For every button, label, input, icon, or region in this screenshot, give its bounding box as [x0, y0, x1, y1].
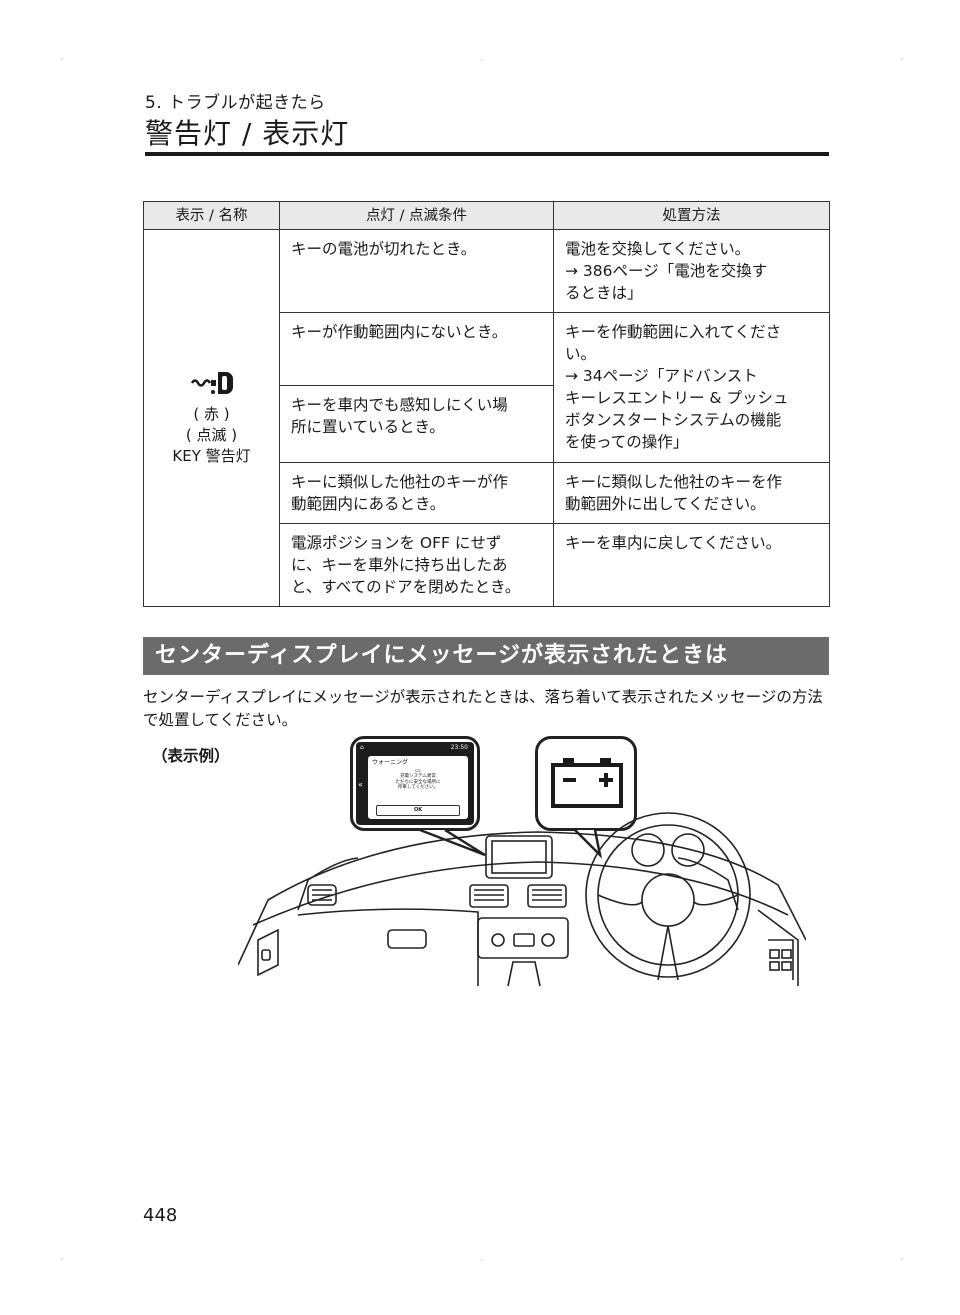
page-number: 448 [143, 1205, 178, 1226]
battery-icon: ▭ [415, 767, 421, 774]
warning-dialog: ウォーニング ▭ 充電システム異常 ただちに安全な場所に 停車してください。 O… [368, 756, 468, 819]
display-time: 23:50 [450, 744, 468, 751]
condition-text: キーが作動範囲内にないとき。 [291, 323, 508, 341]
smart-key-warning-icon [190, 371, 233, 394]
action-text: キーを作動範囲に入れてくださ い。 → 34ページ「アドバンスト キーレスエント… [565, 323, 789, 451]
figure-caption: （表示例） [152, 747, 230, 765]
action-text: キーを車内に戻してください。 [565, 534, 782, 552]
dialog-message: 充電システム異常 ただちに安全な場所に 停車してください。 [395, 774, 441, 790]
condition-cell: キーを車内でも感知しにくい場 所に置いているとき。 [279, 385, 554, 463]
crop-mark: · [60, 1255, 64, 1266]
action-text: 電池を交換してください。 → 386ページ「電池を交換す るときは」 [565, 240, 768, 302]
table-row: キーが作動範囲内にないとき。 キーを作動範囲に入れてくださ い。 → 34ページ… [144, 312, 830, 463]
indicator-color: ( 赤 ) [193, 404, 230, 423]
table-row: キーに類似した他社のキーが作 動範囲内にあるとき。 キーに類似した他社のキーを作… [144, 462, 830, 524]
table-row: 電源ポジションを OFF にせず に、キーを車外に持ち出したあ と、すべてのドア… [144, 523, 830, 607]
crop-mark: · [480, 1255, 484, 1266]
page-title: 警告灯 / 表示灯 [145, 117, 350, 150]
crop-mark: · [480, 55, 484, 66]
table-header-row: 表示 / 名称 点灯 / 点滅条件 処置方法 [143, 201, 830, 230]
condition-text: キーの電池が切れたとき。 [291, 240, 477, 258]
display-screen: ⌂ 23:50 « ウォーニング ▭ 充電システム異常 ただちに安全な場所に 停… [356, 742, 474, 825]
battery-warning-callout [535, 736, 637, 831]
condition-cell: 電源ポジションを OFF にせず に、キーを車外に持ち出したあ と、すべてのドア… [279, 523, 554, 607]
action-cell: キーを作動範囲に入れてくださ い。 → 34ページ「アドバンスト キーレスエント… [553, 312, 830, 463]
intro-paragraph: センターディスプレイにメッセージが表示されたときは、落ち着いて表示されたメッセー… [143, 688, 823, 729]
action-cell: キーを車内に戻してください。 [553, 523, 830, 607]
indicator-name: KEY 警告灯 [172, 446, 251, 465]
crop-mark: · [900, 55, 904, 66]
column-header: 点灯 / 点滅条件 [279, 201, 554, 230]
crop-mark: · [900, 1255, 904, 1266]
indicator-state: ( 点滅 ) [185, 425, 238, 444]
section-banner: センターディスプレイにメッセージが表示されたときは [143, 637, 829, 675]
condition-text: キーを車内でも感知しにくい場 所に置いているとき。 [291, 396, 508, 436]
back-icon: « [358, 780, 363, 789]
table-row: ( 赤 ) ( 点滅 ) KEY 警告灯 キーの電池が切れたとき。 電池を交換し… [143, 229, 830, 607]
title-rule [145, 152, 829, 156]
home-icon: ⌂ [360, 744, 364, 751]
dashboard-illustration [238, 812, 806, 986]
center-display-callout: ⌂ 23:50 « ウォーニング ▭ 充電システム異常 ただちに安全な場所に 停… [350, 736, 480, 831]
crop-mark: · [60, 55, 64, 66]
indicator-cell: ( 赤 ) ( 点滅 ) KEY 警告灯 [143, 229, 280, 607]
ok-button: OK [376, 805, 460, 816]
condition-text: 電源ポジションを OFF にせず に、キーを車外に持ち出したあ と、すべてのドア… [291, 534, 521, 596]
dialog-title: ウォーニング [372, 759, 409, 766]
action-cell: キーに類似した他社のキーを作 動範囲外に出してください。 [553, 462, 830, 524]
condition-cell: キーに類似した他社のキーが作 動範囲内にあるとき。 [279, 462, 554, 524]
column-header: 処置方法 [553, 201, 830, 230]
condition-cell: キーが作動範囲内にないとき。 [279, 312, 554, 386]
battery-warning-icon [551, 758, 623, 808]
section-subtitle: 5. トラブルが起きたら [145, 93, 326, 113]
warning-light-table: 表示 / 名称 点灯 / 点滅条件 処置方法 ( 赤 ) ( 点滅 ) KEY … [143, 201, 830, 607]
condition-cell: キーの電池が切れたとき。 [279, 229, 554, 313]
action-text: キーに類似した他社のキーを作 動範囲外に出してください。 [565, 473, 783, 513]
action-cell: 電池を交換してください。 → 386ページ「電池を交換す るときは」 [553, 229, 830, 313]
condition-text: キーに類似した他社のキーが作 動範囲内にあるとき。 [291, 473, 509, 513]
column-header: 表示 / 名称 [143, 201, 280, 230]
table-row: キーを車内でも感知しにくい場 所に置いているとき。 [144, 385, 830, 463]
